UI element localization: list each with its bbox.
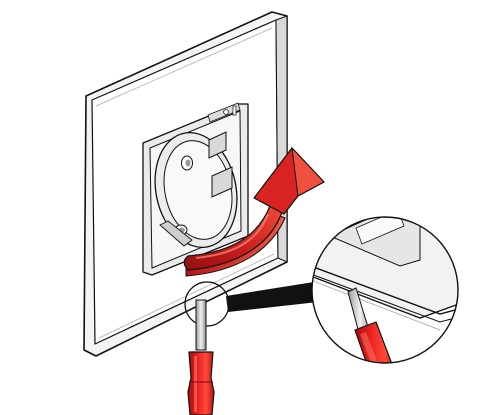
screwdriver-icon: [188, 300, 214, 415]
detail-magnifier-icon: [300, 186, 470, 390]
